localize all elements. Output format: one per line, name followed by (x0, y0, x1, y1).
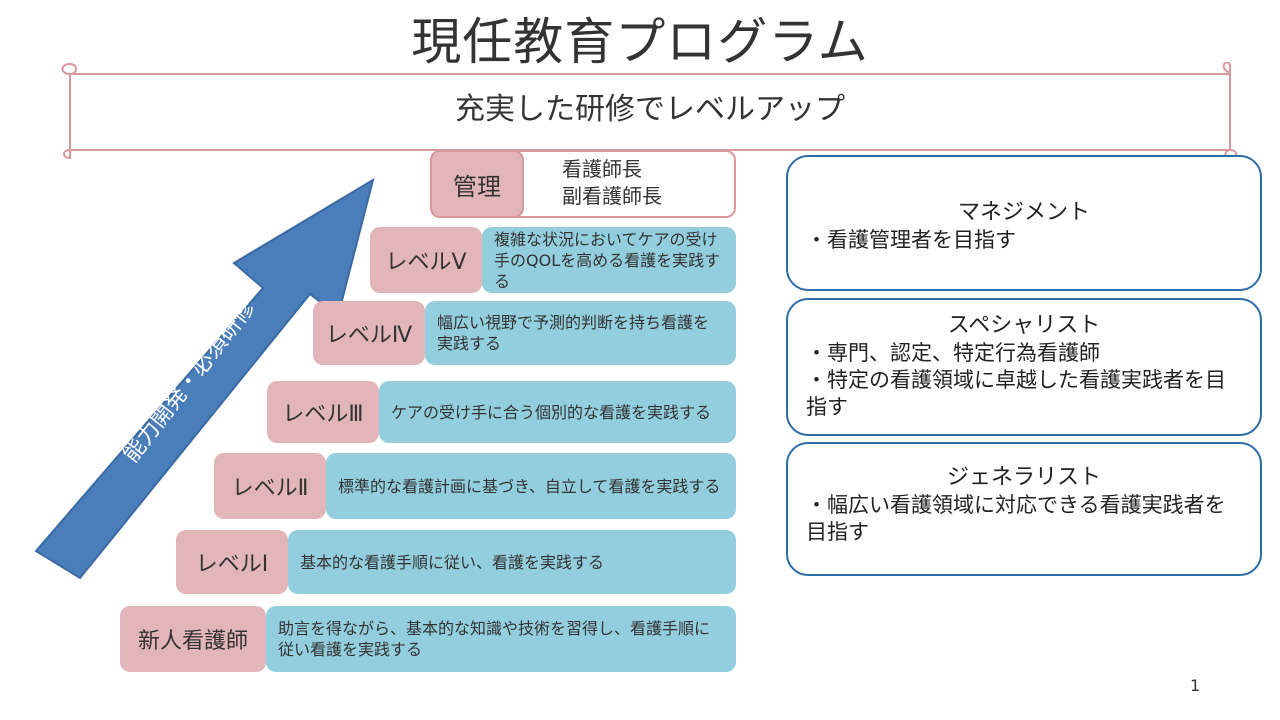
career-line: ・特定の看護領域に卓越した看護実践者を目指す (806, 368, 1226, 419)
level-tag: レベルⅤ (370, 227, 482, 293)
level-description: 複雑な状況においてケアの受け手のQOLを高める看護を実践する (482, 227, 736, 293)
page-title: 現任教育プログラム (411, 13, 869, 71)
career-title: スペシャリスト (947, 313, 1101, 338)
level-tag: レベルⅠ (176, 530, 288, 594)
management-tag: 管理 (430, 150, 524, 218)
career-generalist: ジェネラリスト ・幅広い看護領域に対応できる看護実践者を目指す (786, 442, 1262, 576)
level-tag: レベルⅣ (313, 301, 425, 365)
level-tag: レベルⅡ (214, 453, 326, 519)
level-description: ケアの受け手に合う個別的な看護を実践する (379, 381, 736, 443)
career-line: ・看護管理者を目指す (806, 228, 1016, 252)
management-box: 管理 看護師長 副看護師長 (430, 150, 736, 218)
level-description: 基本的な看護手順に従い、看護を実践する (288, 530, 736, 594)
level-tag: 新人看護師 (120, 606, 266, 672)
career-management: マネジメント ・看護管理者を目指す (786, 155, 1262, 291)
management-line: 看護師長 (562, 157, 642, 181)
career-title: マネジメント (957, 200, 1090, 225)
banner-text: 充実した研修でレベルアップ (455, 92, 845, 127)
career-specialist: スペシャリスト ・専門、認定、特定行為看護師 ・特定の看護領域に卓越した看護実践… (786, 298, 1262, 436)
scroll-banner (61, 62, 1237, 160)
career-title: ジェネラリスト (946, 465, 1101, 490)
career-line: ・専門、認定、特定行為看護師 (806, 341, 1100, 365)
management-line: 副看護師長 (562, 184, 662, 208)
page-number: 1 (1190, 676, 1201, 695)
level-description: 標準的な看護計画に基づき、自立して看護を実践する (326, 453, 736, 519)
career-line: ・幅広い看護領域に対応できる看護実践者を目指す (806, 493, 1226, 544)
growth-arrow (34, 177, 375, 580)
level-description: 幅広い視野で予測的判断を持ち看護を実践する (425, 301, 736, 365)
level-description: 助言を得ながら、基本的な知識や技術を習得し、看護手順に従い看護を実践する (266, 606, 736, 672)
management-titles: 看護師長 副看護師長 (562, 156, 662, 210)
level-tag: レベルⅢ (267, 381, 379, 443)
